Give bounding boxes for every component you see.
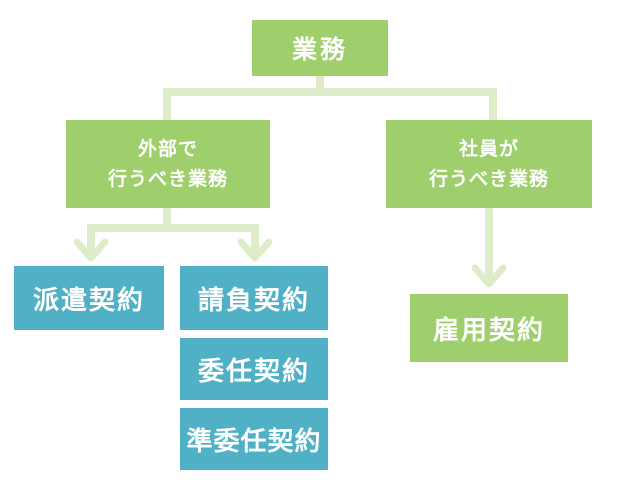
employee-label-line1: 社員が <box>458 138 519 160</box>
haken-label: 派遣契約 <box>32 285 145 316</box>
arrow-head-ukeoi <box>237 238 273 262</box>
ukeoi-label: 請負契約 <box>197 285 310 316</box>
connector-employee-down <box>485 208 493 284</box>
inin-contract-box: 委任契約 <box>180 338 328 400</box>
connector-top-horizontal <box>163 88 497 96</box>
jun-inin-contract-box: 準委任契約 <box>180 408 328 470</box>
employee-label-line2: 行うべき業務 <box>428 168 549 190</box>
connector-to-haken <box>87 224 95 254</box>
inin-label: 委任契約 <box>197 356 310 387</box>
root-label: 業務 <box>291 35 348 64</box>
employee-box: 社員が 行うべき業務 <box>386 120 592 208</box>
connector-root-down <box>316 76 324 90</box>
haken-contract-box: 派遣契約 <box>14 266 164 330</box>
connector-outsource-horizontal <box>87 224 259 232</box>
root-box-gyomu: 業務 <box>252 20 388 76</box>
connector-to-ukeoi <box>251 224 259 254</box>
outsource-label-line1: 外部で <box>137 138 198 160</box>
outsource-label-line2: 行うべき業務 <box>107 168 228 190</box>
jun-inin-label: 準委任契約 <box>186 426 322 457</box>
connector-outsource-down <box>163 208 171 230</box>
connector-to-employee <box>489 88 497 120</box>
koyo-label: 雇用契約 <box>432 315 545 346</box>
connector-to-outsource <box>163 88 171 120</box>
outsource-box: 外部で 行うべき業務 <box>66 120 270 208</box>
arrow-head-koyo <box>471 264 507 288</box>
koyo-contract-box: 雇用契約 <box>410 294 568 362</box>
arrow-head-haken <box>73 238 109 262</box>
ukeoi-contract-box: 請負契約 <box>180 266 328 330</box>
